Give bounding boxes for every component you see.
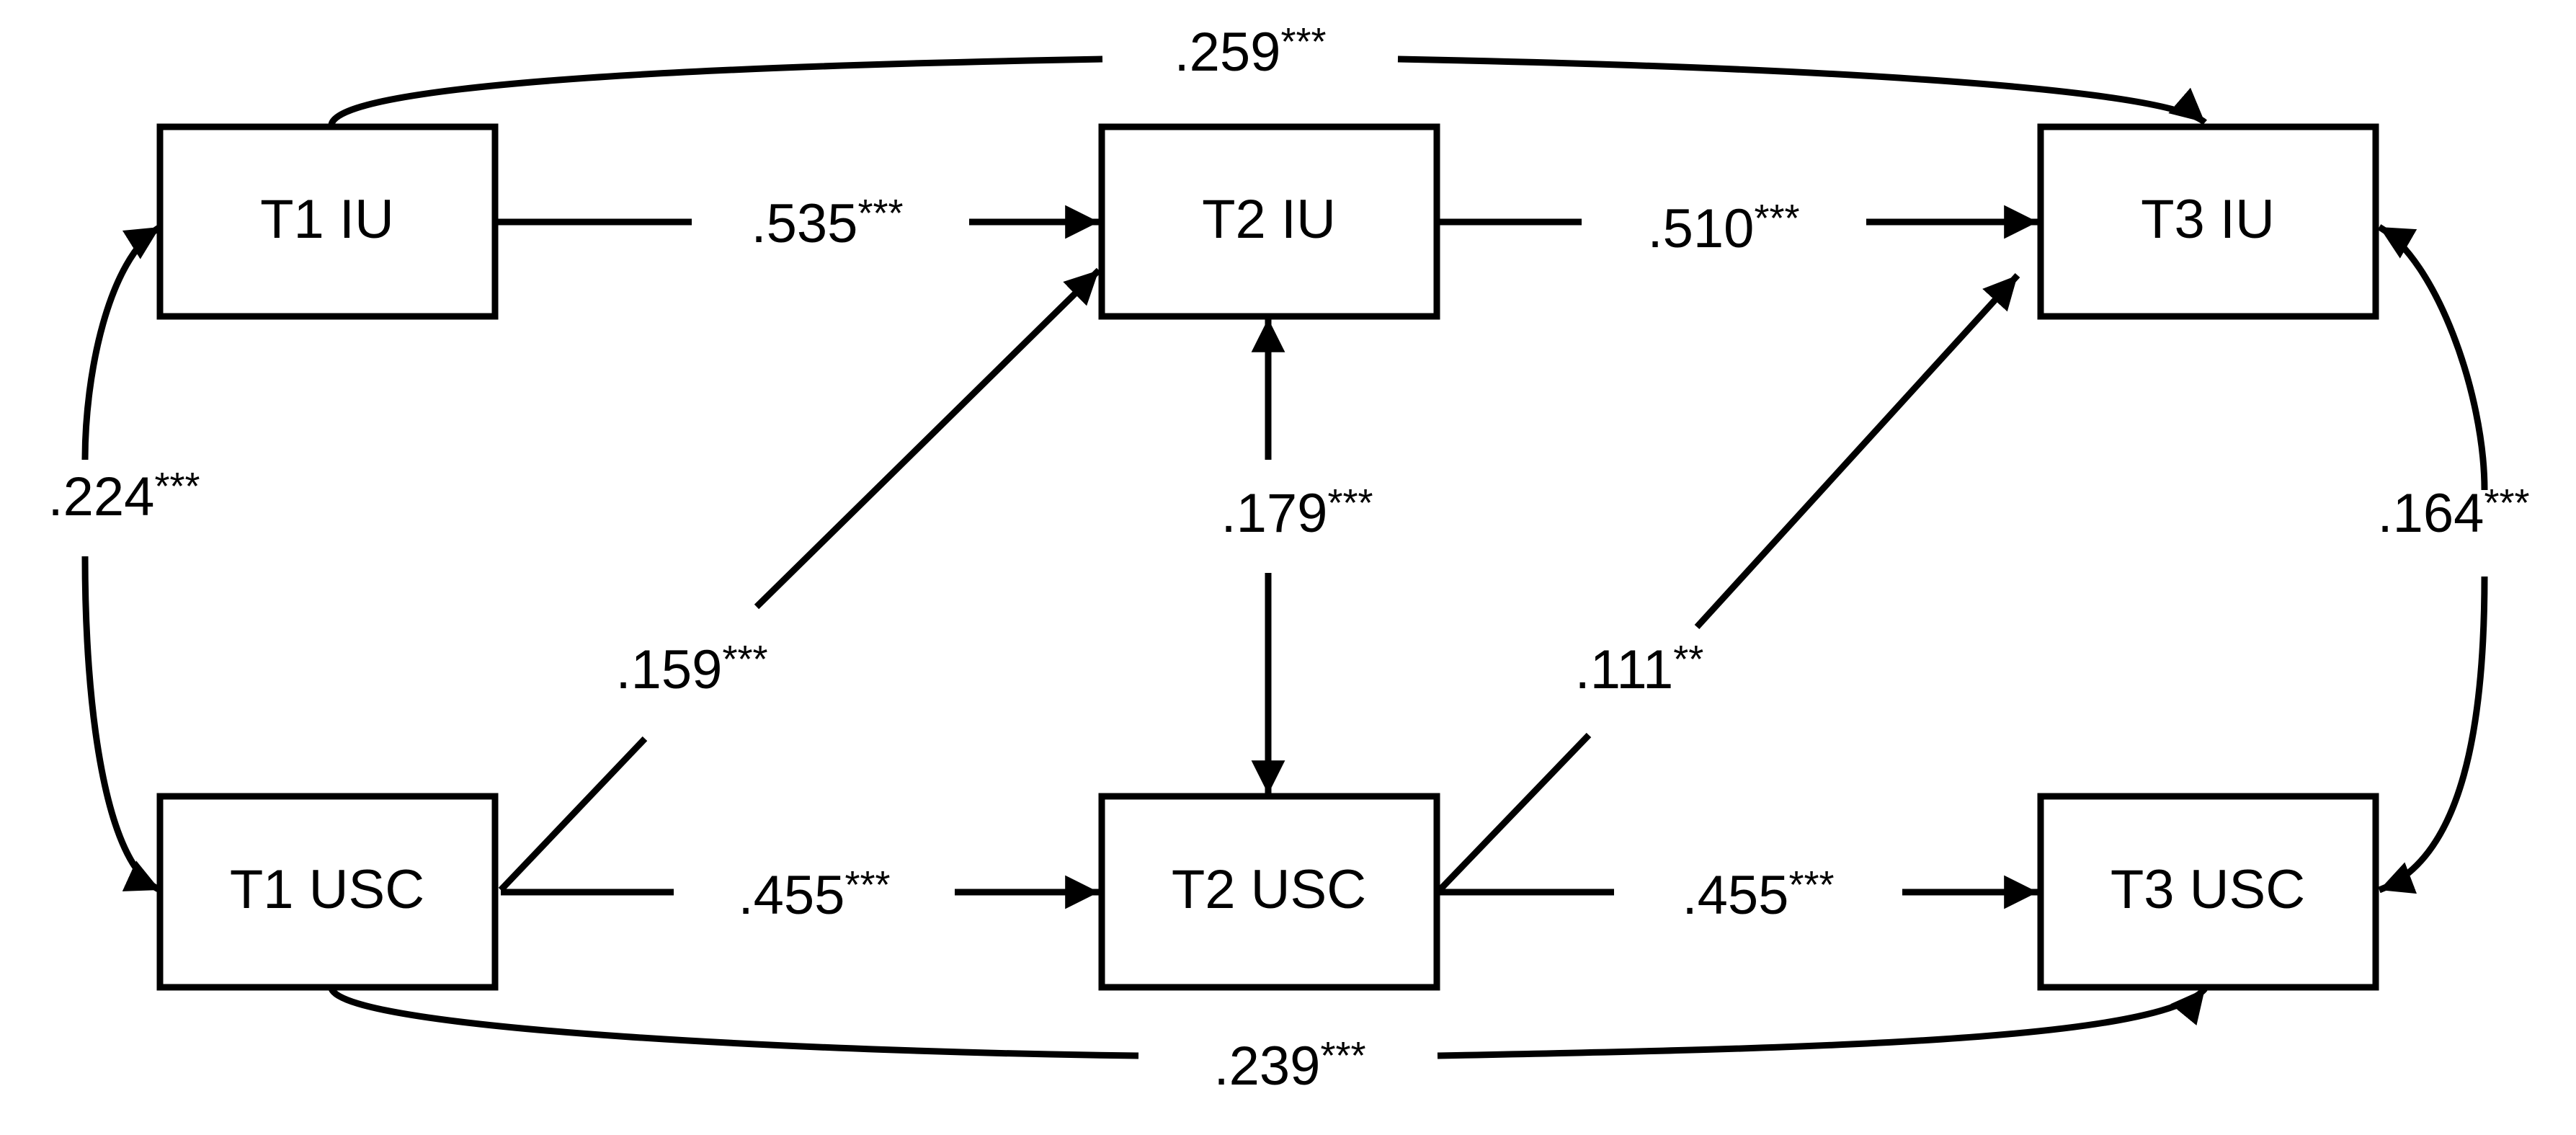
coef-t1-iu-t3-iu: .259*** bbox=[1175, 20, 1327, 83]
edge-t2-usc-to-t3-iu bbox=[1437, 732, 1592, 893]
edge-t1-usc-to-t2-iu bbox=[498, 736, 648, 893]
coef-t1-iu-t1-usc: .224*** bbox=[48, 465, 200, 528]
coef-t1-iu-t2-iu: .535*** bbox=[752, 192, 904, 254]
node-t3-iu-label: T3 IU bbox=[2141, 189, 2275, 250]
edge-t1-iu-t1-usc-corr-top bbox=[81, 224, 162, 460]
node-t3-iu: T3 IU bbox=[2037, 123, 2379, 320]
coef-t1-usc-t2-iu: .159*** bbox=[616, 638, 768, 700]
coef-t1-usc-t2-usc: .455*** bbox=[739, 863, 891, 926]
coef-t2-usc-t3-usc: .455*** bbox=[1683, 863, 1835, 926]
node-t3-usc-label: T3 USC bbox=[2111, 859, 2305, 920]
nodes: T1 IU T2 IU T3 IU T1 USC T2 USC T3 USC bbox=[156, 123, 2379, 991]
coef-t2-usc-t3-iu: .111** bbox=[1575, 638, 1704, 700]
coef-t2-iu-t2-usc: .179*** bbox=[1221, 481, 1373, 544]
edge-t1-iu-to-t3-iu bbox=[328, 55, 1103, 126]
node-t1-usc-label: T1 USC bbox=[230, 859, 424, 920]
coef-t1-usc-t3-usc: .239*** bbox=[1214, 1034, 1366, 1097]
node-t2-iu-label: T2 IU bbox=[1202, 189, 1336, 250]
edge-t2-usc-to-t3-iu-arrow bbox=[1694, 272, 2020, 630]
edge-t1-usc-to-t3-usc-arrow bbox=[1437, 986, 2208, 1059]
edge-t1-iu-t1-usc-corr-bottom bbox=[81, 556, 162, 894]
coef-t3-iu-t3-usc: .164*** bbox=[2378, 481, 2530, 544]
node-t1-usc: T1 USC bbox=[156, 793, 499, 991]
coefficients: .259*** .535*** .510*** .224*** .179*** … bbox=[48, 20, 2530, 1097]
node-t2-iu: T2 IU bbox=[1098, 123, 1440, 320]
coef-t2-iu-t3-iu: .510*** bbox=[1648, 197, 1800, 259]
node-t2-usc-label: T2 USC bbox=[1172, 859, 1366, 920]
node-t2-usc: T2 USC bbox=[1098, 793, 1440, 991]
node-t3-usc: T3 USC bbox=[2037, 793, 2379, 991]
edge-t1-usc-to-t2-iu-arrow bbox=[754, 267, 1102, 610]
edge-t1-usc-to-t3-usc bbox=[328, 987, 1139, 1059]
edge-t3-iu-t3-usc-corr-bottom bbox=[2378, 576, 2488, 894]
node-t1-iu-label: T1 IU bbox=[260, 189, 394, 250]
edge-t1-iu-to-t3-iu-arrow bbox=[1397, 55, 2207, 125]
edges bbox=[81, 55, 2488, 1059]
edge-t3-iu-t3-usc-corr-top bbox=[2377, 224, 2488, 491]
node-t1-iu: T1 IU bbox=[156, 123, 499, 320]
